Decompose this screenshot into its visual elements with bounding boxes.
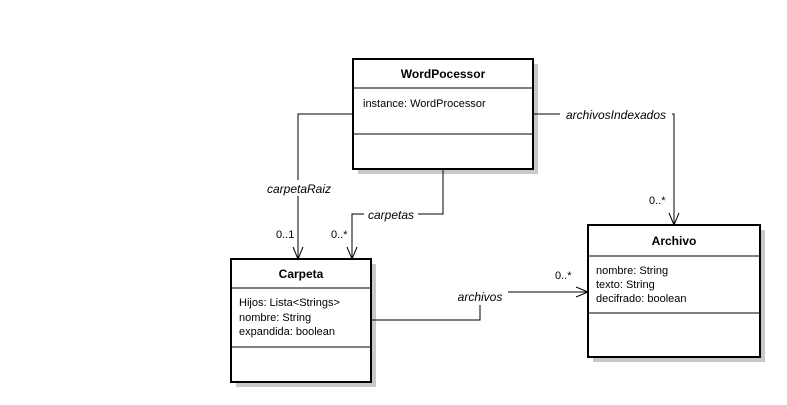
association-archivos-indexados[interactable]: archivosIndexados 0..* — [533, 106, 680, 227]
label-background — [560, 106, 672, 122]
class-attribute: texto: String — [596, 279, 655, 291]
class-attribute: nombre: String — [239, 312, 311, 324]
association-role: carpetaRaiz — [267, 182, 331, 196]
class-attribute: decifrado: boolean — [596, 293, 687, 305]
class-attribute: Hijos: Lista<Strings> — [239, 297, 340, 309]
association-multiplicity: 0..* — [331, 229, 348, 241]
class-archivo[interactable]: Archivo nombre: String texto: String dec… — [587, 224, 765, 362]
class-name: Archivo — [652, 234, 697, 248]
arrowhead-icon — [668, 212, 680, 227]
association-line — [297, 113, 353, 259]
label-background — [262, 180, 336, 196]
class-box — [587, 224, 761, 358]
association-multiplicity: 0..1 — [276, 229, 294, 241]
association-line — [533, 113, 675, 225]
association-multiplicity: 0..* — [555, 270, 572, 282]
class-attribute: expandida: boolean — [239, 326, 335, 338]
class-attribute: instance: WordProcessor — [363, 98, 486, 110]
class-carpeta[interactable]: Carpeta Hijos: Lista<Strings> nombre: St… — [230, 258, 376, 387]
arrowhead-icon — [292, 246, 304, 261]
association-role: archivos — [458, 290, 503, 304]
label-background — [452, 289, 508, 305]
association-multiplicity: 0..* — [649, 195, 666, 207]
class-wordprocessor[interactable]: WordPocessor instance: WordProcessor — [352, 58, 538, 174]
class-name: Carpeta — [279, 267, 324, 281]
association-carpeta-raiz[interactable]: carpetaRaiz 0..1 — [262, 113, 353, 261]
label-background — [364, 207, 418, 223]
class-attribute: nombre: String — [596, 265, 668, 277]
class-box — [230, 258, 372, 383]
class-box — [352, 58, 534, 170]
association-line — [371, 291, 588, 321]
association-role: archivosIndexados — [566, 108, 666, 122]
association-archivos[interactable]: archivos 0..* — [371, 270, 590, 321]
arrowhead-icon — [575, 286, 590, 298]
association-role: carpetas — [368, 208, 414, 222]
arrowhead-icon — [346, 246, 358, 261]
class-name: WordPocessor — [401, 67, 486, 81]
association-carpetas[interactable]: carpetas 0..* — [331, 169, 444, 261]
